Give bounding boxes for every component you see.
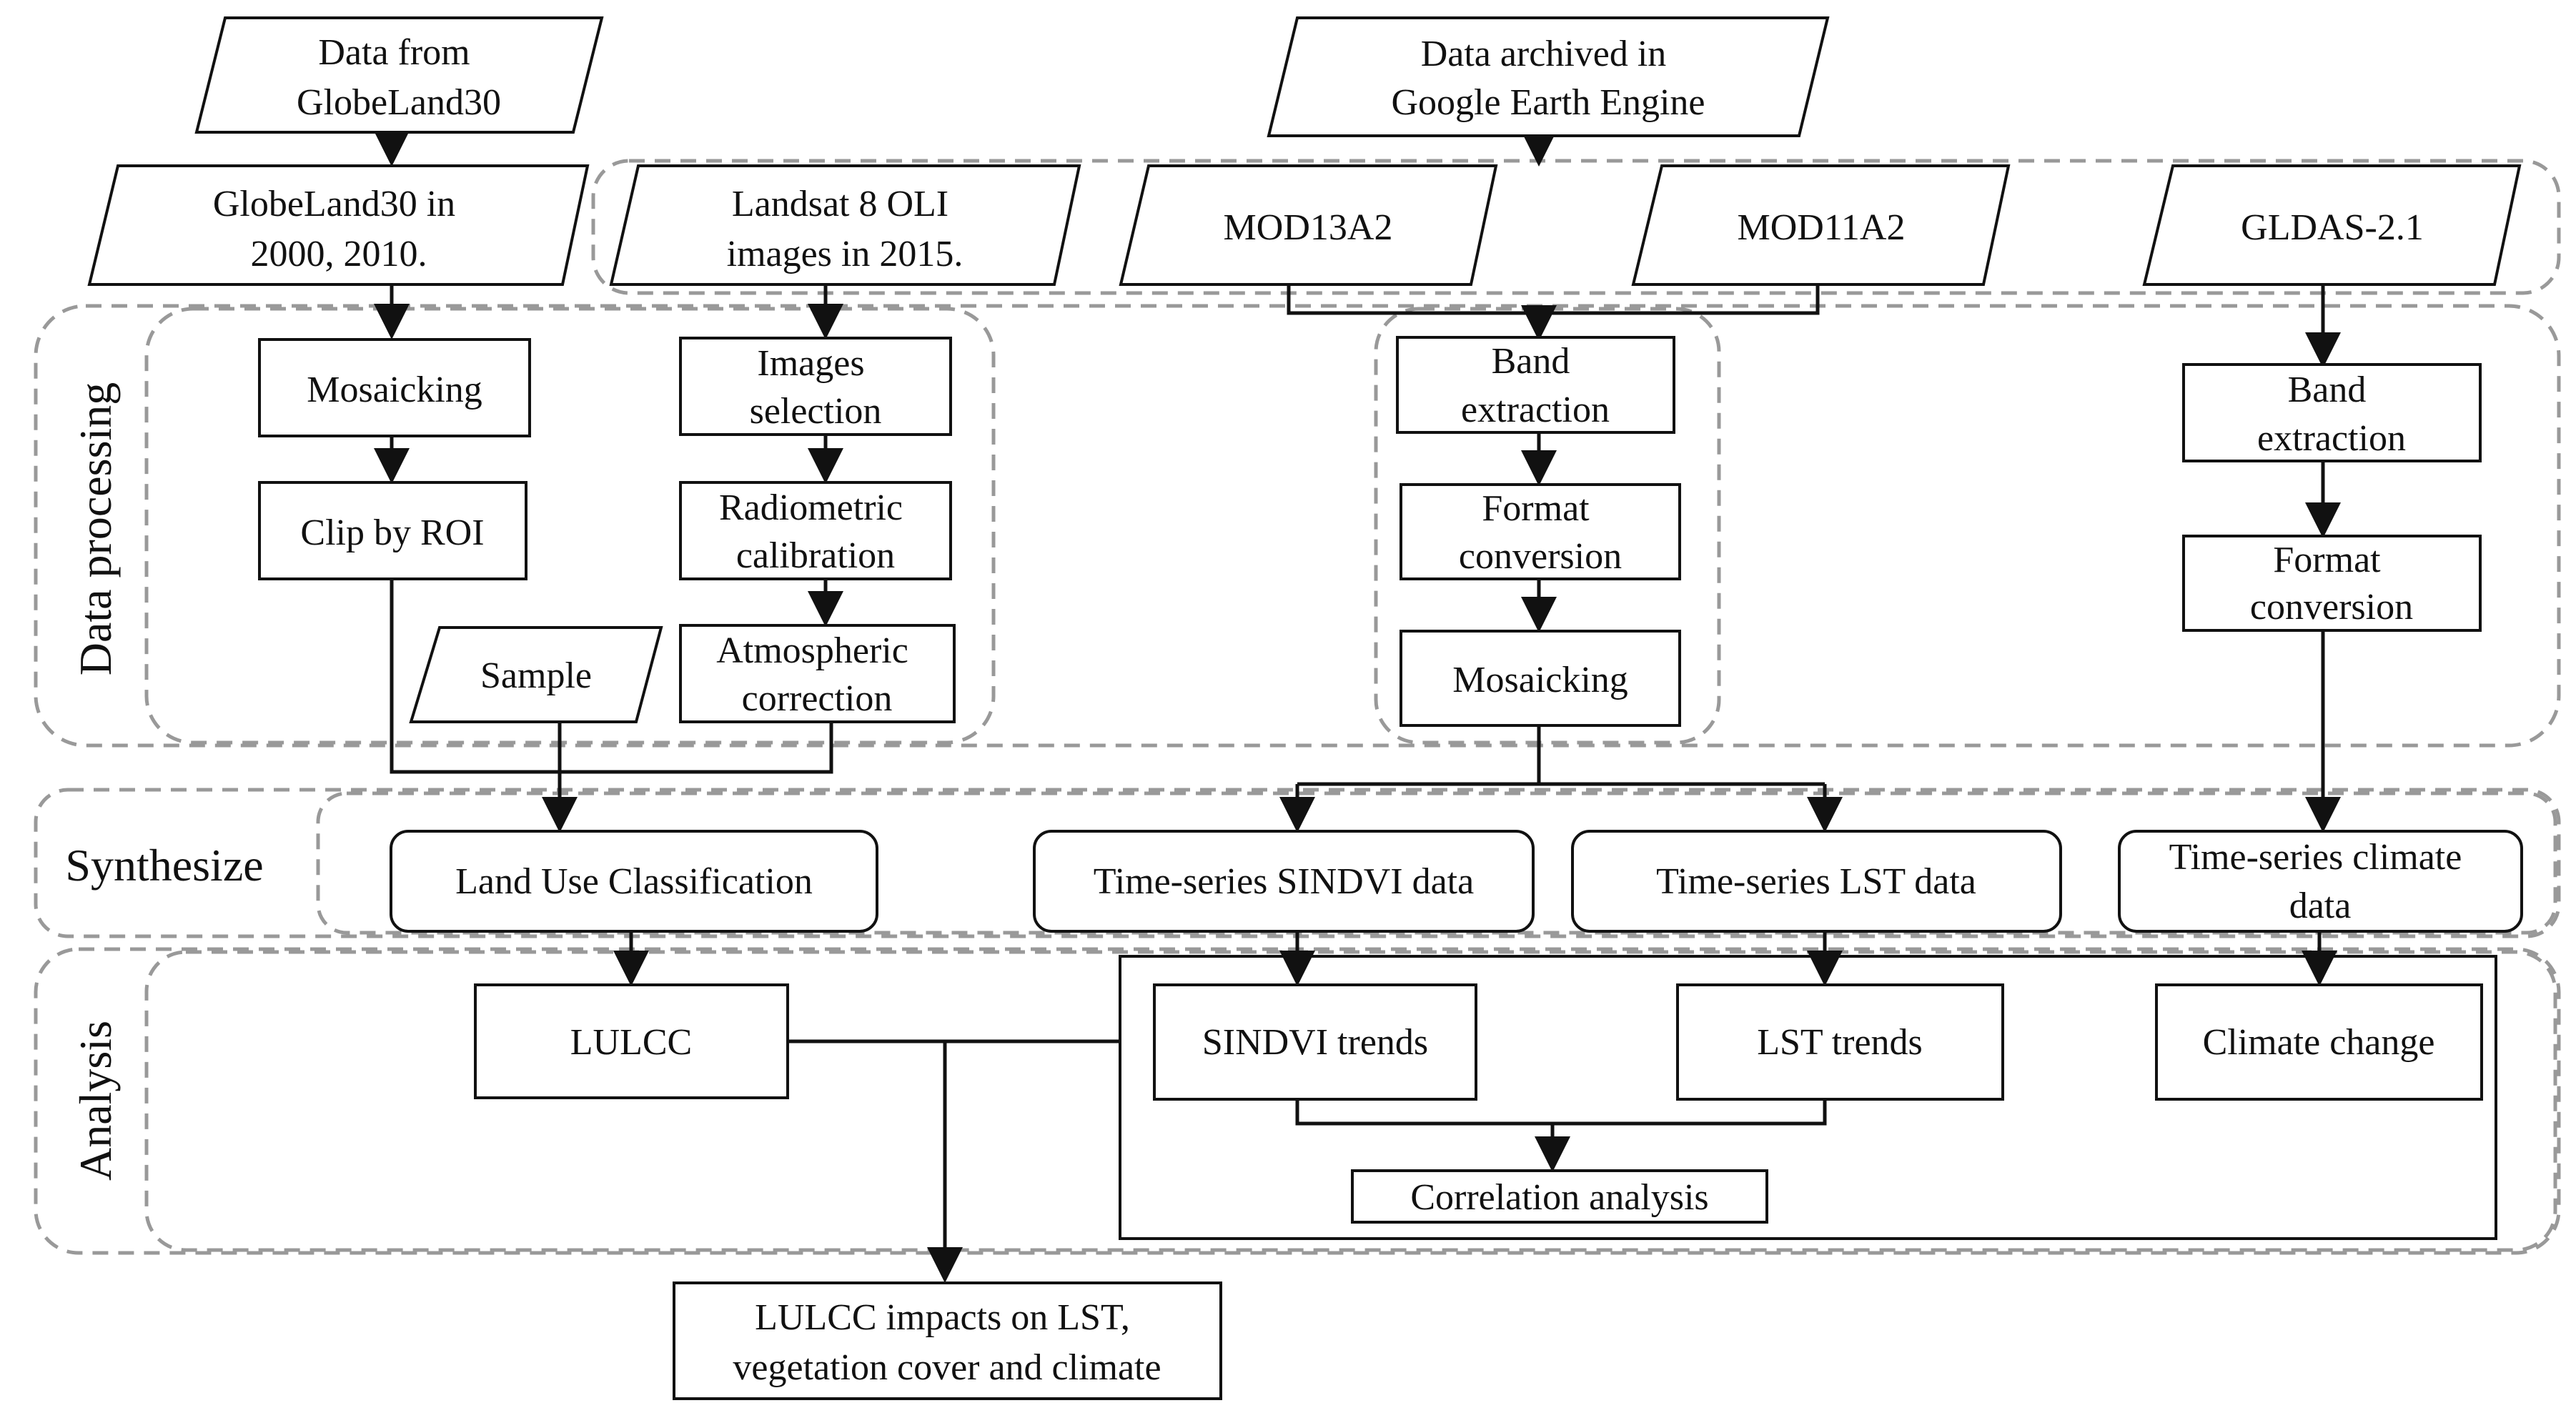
synthesize-inner [316, 791, 2557, 935]
svg-text:Format conversion: Format conversion [2250, 540, 2413, 628]
correlation-analysis-label: Correlation analysis [1410, 1177, 1708, 1218]
mod13a2-label: MOD13A2 [1224, 207, 1393, 248]
globeland30-years-node: GlobeLand30 in 2000, 2010. [87, 164, 590, 286]
mod11a2-node: MOD11A2 [1631, 164, 2011, 286]
band-extraction-gldas-line2: extraction [2257, 418, 2406, 459]
svg-text:Atmospheric correction: Atmospheric correction [716, 630, 918, 719]
processing-nodes: Mosaicking Clip by ROI Images selection … [258, 336, 2482, 727]
sindvi-trends-label: SINDVI trends [1202, 1022, 1428, 1063]
impacts-line1: LULCC impacts on LST, [755, 1297, 1130, 1338]
gldas-label: GLDAS-2.1 [2241, 207, 2424, 248]
sample-label: Sample [480, 655, 592, 696]
land-use-classification-box: Land Use Classification [390, 830, 878, 933]
globeland30-source-line1: Data from [318, 32, 470, 73]
sindvi-trends-box: SINDVI trends [1153, 983, 1477, 1101]
images-selection-box: Images selection [679, 337, 952, 436]
format-conversion-gldas-line2: conversion [2250, 587, 2413, 628]
band-extraction-gldas-box: Band extraction [2182, 363, 2482, 462]
analysis-inner [144, 950, 2557, 1252]
section-label-data-processing: Data processing [70, 382, 121, 676]
format-conversion-gldas-box: Format conversion [2182, 535, 2482, 632]
gee-source-line1: Data archived in [1421, 34, 1667, 74]
band-extraction-modis-line2: extraction [1461, 390, 1610, 430]
climate-change-label: Climate change [2203, 1022, 2435, 1063]
gldas-node: GLDAS-2.1 [2142, 164, 2522, 286]
radiometric-line2: calibration [736, 535, 895, 576]
svg-text:Band extraction: Band extraction [2257, 370, 2406, 459]
impacts-line2: vegetation cover and climate [733, 1347, 1161, 1388]
format-conversion-modis-line1: Format [1482, 488, 1590, 529]
images-selection-line1: Images [757, 343, 864, 384]
band-extraction-modis-box: Band extraction [1396, 336, 1675, 434]
clip-by-roi-box: Clip by ROI [258, 481, 527, 580]
svg-text:Data archived in Googl: Data archived in Google Earth Engine [1392, 34, 1705, 123]
radiometric-line1: Radiometric [719, 487, 903, 528]
land-use-classification-label: Land Use Classification [455, 861, 813, 902]
svg-text:Band extraction: Band extraction [1461, 341, 1610, 430]
climate-data-box: Time-series climate data [2118, 830, 2523, 933]
svg-text:Landsat 8 OLI images i: Landsat 8 OLI images in 2015. [727, 184, 963, 274]
connectors [374, 131, 2341, 1283]
landsat-line2: images in 2015. [727, 234, 963, 274]
sindvi-data-label: Time-series SINDVI data [1094, 861, 1474, 902]
climate-data-line2: data [2289, 886, 2352, 926]
sample-node: Sample [409, 626, 663, 723]
svg-text:Images selection: Images selection [750, 343, 882, 432]
landsat-8-oli-node: Landsat 8 OLI images in 2015. [609, 164, 1081, 286]
mosaicking-modis-box: Mosaicking [1400, 630, 1681, 727]
lulcc-label: LULCC [570, 1022, 692, 1063]
climate-data-line1: Time-series climate [2169, 837, 2462, 878]
climate-change-box: Climate change [2155, 983, 2483, 1101]
radiometric-calibration-box: Radiometric calibration [679, 481, 952, 580]
svg-text:Radiometric calibratio: Radiometric calibration [719, 487, 912, 576]
clip-by-roi-label: Clip by ROI [300, 512, 484, 553]
sindvi-data-box: Time-series SINDVI data [1033, 830, 1535, 933]
mod13a2-node: MOD13A2 [1119, 164, 1498, 286]
mosaicking-modis-label: Mosaicking [1452, 660, 1628, 700]
lulcc-impacts-output-box: LULCC impacts on LST, vegetation cover a… [673, 1281, 1222, 1400]
images-selection-line2: selection [750, 391, 882, 432]
atmospheric-line2: correction [742, 678, 893, 719]
globeland30-source-line2: GlobeLand30 [297, 82, 501, 123]
format-conversion-modis-box: Format conversion [1400, 483, 1681, 580]
lst-data-box: Time-series LST data [1571, 830, 2062, 933]
svg-text:Time-series climate da: Time-series climate data [2169, 837, 2472, 926]
section-label-analysis: Analysis [70, 1021, 121, 1181]
atmospheric-line1: Atmospheric [716, 630, 908, 671]
mod11a2-label: MOD11A2 [1738, 207, 1906, 248]
atmospheric-correction-box: Atmospheric correction [679, 624, 956, 723]
band-extraction-modis-line1: Band [1492, 341, 1570, 382]
format-conversion-modis-line2: conversion [1459, 536, 1622, 577]
correlation-analysis-box: Correlation analysis [1351, 1169, 1768, 1224]
globeland30-years-line2: 2000, 2010. [251, 234, 427, 274]
data-processing-section [34, 304, 2561, 748]
synthesize-nodes: Land Use Classification Time-series SIND… [390, 830, 2523, 933]
mosaicking-globeland-label: Mosaicking [307, 370, 482, 410]
globeland30-years-line1: GlobeLand30 in [213, 184, 455, 224]
mosaicking-globeland-box: Mosaicking [258, 338, 531, 437]
landsat-line1: Landsat 8 OLI [732, 184, 948, 224]
band-extraction-gldas-line1: Band [2288, 370, 2367, 410]
lst-trends-box: LST trends [1676, 983, 2004, 1101]
lst-data-label: Time-series LST data [1656, 861, 1976, 902]
lst-trends-label: LST trends [1757, 1022, 1923, 1063]
analysis-nodes: LULCC SINDVI trends LST trends Climate c… [474, 983, 2483, 1224]
google-earth-engine-source-node: Data archived in Google Earth Engine [1267, 16, 1830, 137]
input-data-nodes: Data from GlobeLand30 Data archived in G… [87, 16, 2522, 723]
svg-text:Format conversion: Format conversion [1459, 488, 1622, 577]
section-label-synthesize: Synthesize [65, 840, 263, 891]
lulcc-box: LULCC [474, 983, 789, 1099]
svg-text:Data from GlobeLand30: Data from GlobeLand30 [297, 32, 501, 123]
input-datasets-group [591, 159, 2561, 295]
gee-source-line2: Google Earth Engine [1392, 82, 1705, 123]
globeland30-source-node: Data from GlobeLand30 [194, 16, 604, 134]
svg-text:GlobeLand30 in 2000, 2: GlobeLand30 in 2000, 2010. [213, 184, 465, 274]
svg-text:LULCC impacts on LST, ve: LULCC impacts on LST, vegetation cover a… [733, 1297, 1161, 1388]
format-conversion-gldas-line1: Format [2273, 540, 2381, 580]
